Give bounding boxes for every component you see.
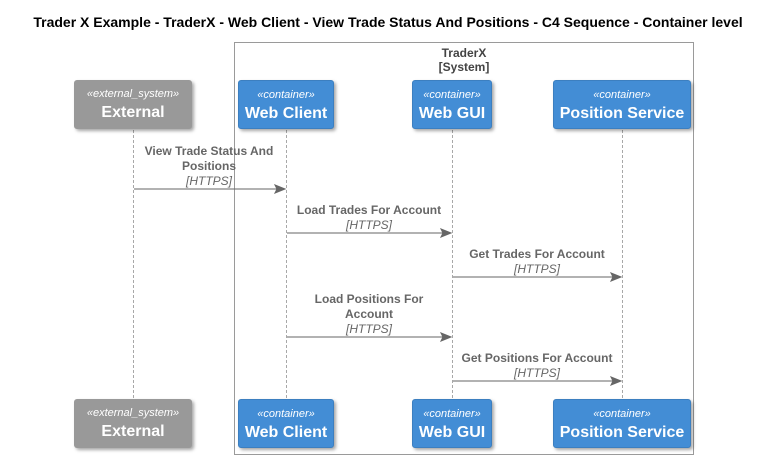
message-label-line: Positions xyxy=(181,159,236,173)
message-label-line: Account xyxy=(345,307,393,321)
participant-stereotype: «container» xyxy=(423,89,481,101)
participant-name: Web Client xyxy=(244,105,328,122)
arrowhead-message-4 xyxy=(439,332,453,342)
message-technology: [HTTPS] xyxy=(345,322,392,336)
participant-position-service-top: «container» Position Service xyxy=(553,80,691,129)
arrowhead-message-1 xyxy=(273,184,287,194)
participant-stereotype: «container» xyxy=(257,89,315,101)
participant-stereotype: «external_system» xyxy=(86,407,180,419)
participant-web-gui-bottom: «container» Web GUI xyxy=(412,399,492,448)
arrowhead-message-3 xyxy=(609,272,623,282)
participant-position-service-bottom: «container» Position Service xyxy=(553,399,691,448)
participant-name: Web Client xyxy=(244,424,328,441)
boundary-name: TraderX xyxy=(441,46,487,60)
participant-name: External xyxy=(101,423,165,440)
lifeline-web-gui xyxy=(452,130,453,398)
message-technology: [HTTPS] xyxy=(345,218,392,232)
message-label-line: Get Trades For Account xyxy=(469,247,605,261)
message-4-label: Load Positions For Account [HTTPS] xyxy=(287,292,451,337)
participant-name: External xyxy=(101,104,165,121)
participant-name: Web GUI xyxy=(418,424,486,441)
message-label-line: View Trade Status And xyxy=(144,144,274,158)
participant-web-client-bottom: «container» Web Client xyxy=(238,399,334,448)
lifeline-position-service xyxy=(622,130,623,398)
participant-stereotype: «container» xyxy=(423,408,481,420)
message-technology: [HTTPS] xyxy=(513,262,560,276)
diagram-title: Trader X Example - TraderX - Web Client … xyxy=(33,14,743,30)
message-label-line: Load Trades For Account xyxy=(296,203,442,217)
message-3-label: Get Trades For Account [HTTPS] xyxy=(453,247,621,277)
boundary-type: [System] xyxy=(438,60,490,74)
lifeline-web-client xyxy=(286,130,287,398)
system-boundary: TraderX [System] xyxy=(234,42,694,455)
participant-stereotype: «container» xyxy=(593,89,651,101)
message-label-line: Load Positions For xyxy=(314,292,424,306)
message-2-label: Load Trades For Account [HTTPS] xyxy=(287,203,451,233)
participant-web-gui-top: «container» Web GUI xyxy=(412,80,492,129)
participant-stereotype: «external_system» xyxy=(86,88,180,100)
participant-name: Position Service xyxy=(559,105,685,122)
participant-web-client-top: «container» Web Client xyxy=(238,80,334,129)
participant-external-top: «external_system» External xyxy=(74,80,192,129)
boundary-label: TraderX [System] xyxy=(235,46,693,74)
lifeline-external xyxy=(133,130,134,398)
arrowhead-message-2 xyxy=(439,228,453,238)
message-label-line: Get Positions For Account xyxy=(461,351,613,365)
participant-stereotype: «container» xyxy=(257,408,315,420)
message-technology: [HTTPS] xyxy=(513,366,560,380)
participant-external-bottom: «external_system» External xyxy=(74,399,192,448)
message-5-label: Get Positions For Account [HTTPS] xyxy=(453,351,621,381)
arrowhead-message-5 xyxy=(609,376,623,386)
participant-stereotype: «container» xyxy=(593,408,651,420)
participant-name: Web GUI xyxy=(418,105,486,122)
participant-name: Position Service xyxy=(559,424,685,441)
message-1-label: View Trade Status And Positions [HTTPS] xyxy=(134,144,284,189)
message-technology: [HTTPS] xyxy=(185,174,232,188)
